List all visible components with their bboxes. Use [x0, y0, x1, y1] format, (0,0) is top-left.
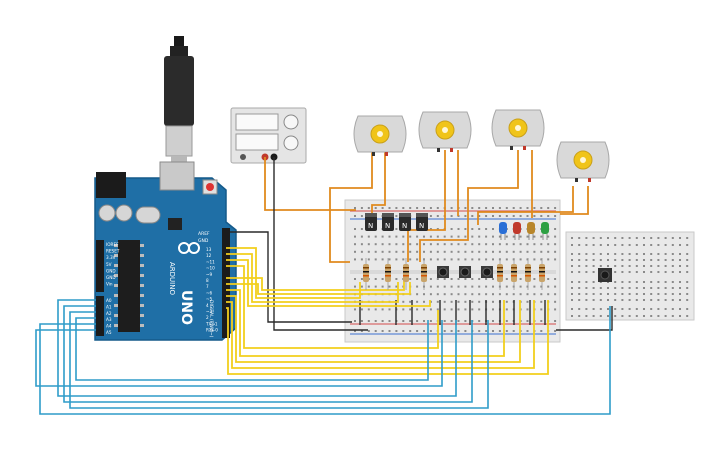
- power-pin-label: Vin: [106, 282, 113, 287]
- digital-pin-label: ~5: [206, 297, 213, 302]
- power-pin-label: IOREF: [106, 242, 119, 247]
- digital-pin-label: 2: [206, 315, 209, 320]
- power-header: [96, 240, 104, 292]
- pushbutton-icon[interactable]: [459, 266, 471, 278]
- power-jack: [96, 172, 126, 198]
- digital-pin-label: ~10: [206, 266, 215, 271]
- main-breadboard[interactable]: [344, 199, 561, 343]
- analog-pin-label: A0: [106, 298, 112, 303]
- transistor-icon[interactable]: N: [399, 213, 411, 231]
- analog-pin-label: A5: [106, 330, 112, 335]
- analog-pin-label: A2: [106, 311, 112, 316]
- arduino-uno-board[interactable]: UNO ARDUINO AREF GND DIGITAL (PWM~) 1312…: [94, 161, 237, 341]
- digital-pin-label: ~11: [206, 259, 215, 264]
- transistor-label: N: [368, 222, 373, 230]
- transistor-label: N: [385, 222, 390, 230]
- yellow-wires: [226, 247, 549, 375]
- dc-motors: [353, 109, 610, 182]
- board-model-label: UNO: [178, 290, 194, 325]
- usb-cable: [164, 36, 194, 170]
- resistor-icon[interactable]: [539, 258, 545, 290]
- power-pin-label: 3.3V: [106, 255, 116, 260]
- usb-jack: [159, 161, 195, 191]
- power-pin-label: GND: [106, 275, 116, 280]
- gnd-label: GND: [198, 238, 209, 244]
- transistor-label: N: [419, 222, 424, 230]
- transistor-icon[interactable]: N: [365, 213, 377, 231]
- digital-pin-label: 7: [206, 284, 209, 289]
- resistor-icon[interactable]: [385, 258, 391, 290]
- digital-header: [222, 228, 230, 338]
- bench-power-supply[interactable]: [230, 107, 307, 164]
- digital-pin-label: 13: [206, 247, 212, 252]
- led-icon[interactable]: [527, 222, 535, 240]
- dc-motor-icon[interactable]: [556, 141, 610, 182]
- atmega-chip: [118, 240, 140, 332]
- transistor-label: N: [402, 222, 407, 230]
- digital-pin-label: ~6: [206, 290, 213, 295]
- digital-pin-label: 8: [206, 278, 209, 283]
- board-brand-label: ARDUINO: [168, 262, 176, 295]
- arduino-infinity-logo-icon: [178, 242, 200, 254]
- analog-pin-label: A3: [106, 317, 112, 322]
- power-pin-label: RESET: [106, 249, 120, 254]
- black-wires: [230, 157, 613, 331]
- small-breadboard-holes: [571, 237, 689, 317]
- digital-pin-label: RX←0: [206, 328, 218, 333]
- small-breadboard[interactable]: [565, 231, 695, 321]
- analog-header: [96, 296, 104, 336]
- digital-pin-label: 4: [206, 303, 209, 308]
- digital-pin-label: ~3: [206, 309, 213, 314]
- resistor-icon[interactable]: [421, 258, 427, 290]
- pushbutton-icon[interactable]: [481, 266, 493, 278]
- led-icon[interactable]: [499, 222, 507, 240]
- blue-wires: [35, 299, 611, 415]
- orange-wires: [264, 150, 589, 263]
- analog-pin-label: A1: [106, 304, 112, 309]
- digital-label: DIGITAL (PWM~): [208, 300, 214, 338]
- resistor-icon[interactable]: [403, 258, 409, 290]
- led-icon[interactable]: [513, 222, 521, 240]
- digital-pin-label: ~9: [206, 272, 213, 277]
- dc-motor-icon[interactable]: [353, 115, 407, 156]
- resistor-icon[interactable]: [363, 258, 369, 290]
- digital-pin-label: TX→1: [205, 321, 218, 326]
- breadboard-holes: [354, 207, 557, 332]
- resistor-icon[interactable]: [497, 258, 503, 290]
- aref-label: AREF: [198, 231, 210, 237]
- pushbuttons: [437, 266, 493, 278]
- resistor-icon[interactable]: [525, 258, 531, 290]
- transistor-icon[interactable]: N: [416, 213, 428, 231]
- resistors: [363, 258, 545, 290]
- dc-motor-icon[interactable]: [491, 109, 545, 150]
- pushbutton-icon[interactable]: [437, 266, 449, 278]
- power-pin-label: GND: [106, 268, 116, 273]
- leds: [499, 222, 549, 240]
- resistor-icon[interactable]: [511, 258, 517, 290]
- digital-pin-label: 12: [206, 253, 212, 258]
- power-pin-label: 5V: [106, 262, 112, 267]
- led-icon[interactable]: [541, 222, 549, 240]
- analog-pin-label: A4: [106, 324, 112, 329]
- transistor-icon[interactable]: N: [382, 213, 394, 231]
- dc-motor-icon[interactable]: [418, 111, 472, 152]
